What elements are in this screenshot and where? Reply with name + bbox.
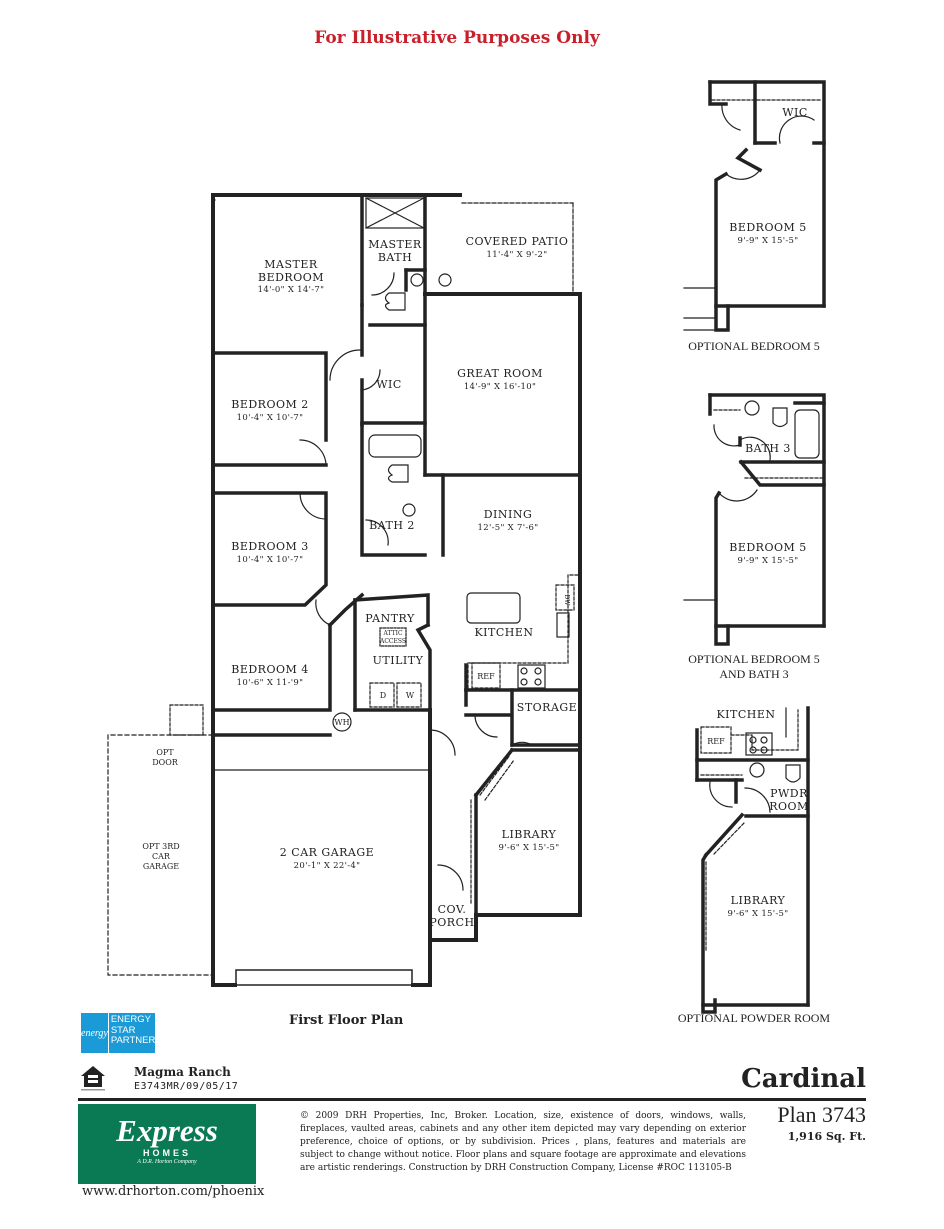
pantry-label: PANTRY <box>365 612 415 625</box>
opt3-kitchen-label: KITCHEN <box>716 708 775 721</box>
opt3-caption: OPTIONAL POWDER ROOM <box>678 1011 831 1025</box>
master-bath-label: MASTER <box>368 238 422 251</box>
svg-text:GARAGE: GARAGE <box>143 862 179 871</box>
svg-text:9'-9" X 15'-5": 9'-9" X 15'-5" <box>738 556 799 566</box>
svg-text:14'-0" X 14'-7": 14'-0" X 14'-7" <box>258 285 325 295</box>
disclaimer-title: For Illustrative Purposes Only <box>314 28 600 48</box>
opt2-bedroom5-label: BEDROOM 5 <box>729 541 807 554</box>
divider <box>78 1098 866 1101</box>
master-bedroom-label: MASTER <box>264 258 318 271</box>
water-heater-label: WH <box>334 718 349 727</box>
plan-number: Plan 3743 <box>777 1102 866 1127</box>
plan-name: Cardinal <box>741 1064 866 1094</box>
opt1-caption: OPTIONAL BEDROOM 5 <box>688 339 820 353</box>
wic-label: WIC <box>376 378 402 391</box>
bedroom-3-label: BEDROOM 3 <box>231 540 309 553</box>
dw-label: DW <box>563 595 570 607</box>
opt2-bath3-label: BATH 3 <box>745 442 791 455</box>
website-link[interactable]: www.drhorton.com/phoenix <box>82 1184 265 1199</box>
bedroom-4-label: BEDROOM 4 <box>231 663 309 676</box>
svg-text:14'-9" X 16'-10": 14'-9" X 16'-10" <box>464 382 536 392</box>
opt2-caption: OPTIONAL BEDROOM 5 <box>688 652 820 666</box>
legal-disclaimer: © 2009 DRH Properties, Inc, Broker. Loca… <box>300 1111 746 1173</box>
svg-text:9'-6" X 15'-5": 9'-6" X 15'-5" <box>728 909 789 919</box>
dryer-label: D <box>380 691 386 700</box>
svg-text:9'-9" X 15'-5": 9'-9" X 15'-5" <box>738 236 799 246</box>
svg-text:ACCESS: ACCESS <box>379 638 406 645</box>
svg-text:AND BATH 3: AND BATH 3 <box>719 667 788 681</box>
library-label: LIBRARY <box>502 828 557 841</box>
svg-text:12'-5" X 7'-6": 12'-5" X 7'-6" <box>478 523 539 533</box>
svg-text:11'-4" X 9'-2": 11'-4" X 9'-2" <box>487 250 548 260</box>
great-room-label: GREAT ROOM <box>457 367 543 380</box>
svg-text:20'-1" X 22'-4": 20'-1" X 22'-4" <box>294 861 361 871</box>
kitchen-label: KITCHEN <box>474 626 533 639</box>
plan-code: E3743MR/09/05/17 <box>134 1081 239 1092</box>
energy-star-logo: energy ENERGY STAR PARTNER <box>81 1013 156 1053</box>
opt1-bedroom5-label: BEDROOM 5 <box>729 221 807 234</box>
attic-access-label: ATTIC <box>382 630 402 637</box>
svg-text:9'-6" X 15'-5": 9'-6" X 15'-5" <box>499 843 560 853</box>
svg-text:10'-4" X 10'-7": 10'-4" X 10'-7" <box>237 413 304 423</box>
opt3-ref-label: REF <box>707 737 725 746</box>
washer-label: W <box>406 691 415 700</box>
garage-label: 2 CAR GARAGE <box>280 846 374 859</box>
first-floor-plan-caption: First Floor Plan <box>289 1013 404 1028</box>
utility-label: UTILITY <box>373 654 424 667</box>
equal-housing-opportunity-icon <box>81 1066 105 1091</box>
community-name: Magma Ranch <box>134 1065 231 1079</box>
energy-star-icon: energy <box>81 1027 108 1039</box>
svg-text:10'-6" X 11-'9": 10'-6" X 11-'9" <box>237 678 304 688</box>
square-footage: 1,916 Sq. Ft. <box>787 1130 866 1143</box>
svg-text:BEDROOM: BEDROOM <box>258 271 324 284</box>
svg-text:PORCH: PORCH <box>429 916 474 929</box>
ref-label: REF <box>477 672 495 681</box>
opt3-library-label: LIBRARY <box>731 894 786 907</box>
express-homes-logo: Express HOMES A D.R. Horton Company <box>78 1104 256 1184</box>
bedroom-2-label: BEDROOM 2 <box>231 398 309 411</box>
cov-porch-label: COV. <box>438 903 467 916</box>
svg-text:ROOM: ROOM <box>769 800 809 813</box>
storage-label: STORAGE <box>517 701 577 714</box>
covered-patio-label: COVERED PATIO <box>466 235 569 248</box>
opt1-wic-label: WIC <box>782 106 808 119</box>
dining-label: DINING <box>484 508 533 521</box>
opt-door-label: OPT <box>156 748 174 757</box>
svg-text:BATH: BATH <box>378 251 412 264</box>
svg-text:10'-4" X 10'-7": 10'-4" X 10'-7" <box>237 555 304 565</box>
opt-3rd-garage-label: OPT 3RD <box>142 842 179 851</box>
opt3-pwdr-label: PWDR <box>770 787 808 800</box>
bath-2-label: BATH 2 <box>369 519 415 532</box>
svg-text:CAR: CAR <box>152 852 171 861</box>
svg-text:DOOR: DOOR <box>152 758 179 767</box>
